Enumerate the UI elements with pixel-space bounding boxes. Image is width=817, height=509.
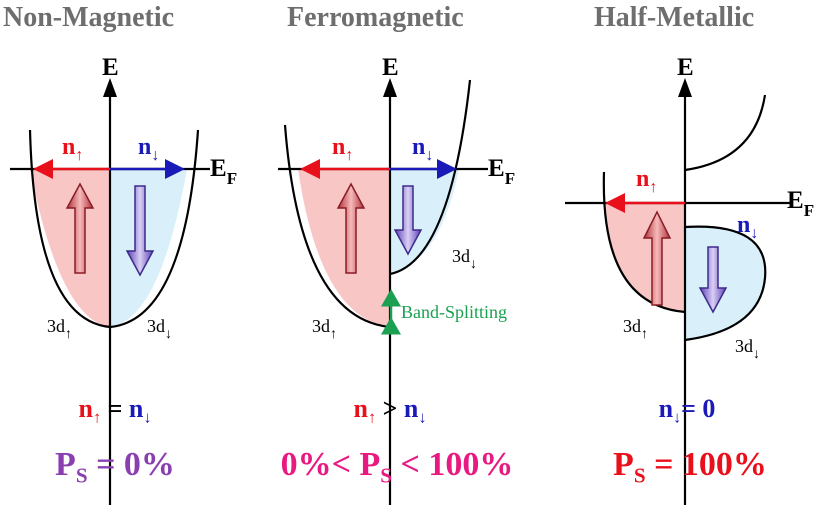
spin-up-band-fill bbox=[604, 203, 685, 312]
n-down-label: n↓ bbox=[412, 134, 433, 164]
spin-down-upper-band-curve bbox=[684, 94, 767, 172]
panel-non-magnetic bbox=[10, 78, 210, 505]
n-up-label: n↑ bbox=[636, 166, 657, 196]
title-non-magnetic: Non-Magnetic bbox=[3, 2, 175, 33]
energy-label: E bbox=[102, 54, 119, 81]
title-ferromagnetic: Ferromagnetic bbox=[287, 2, 464, 33]
spin-down-big-arrow bbox=[698, 246, 728, 314]
spin-up-band-fill bbox=[298, 169, 390, 327]
spin-up-big-arrow bbox=[642, 210, 672, 306]
n-up-term: n↑ bbox=[78, 394, 102, 427]
band-up-label: 3d↑ bbox=[312, 316, 337, 342]
n-up-term: n↑ bbox=[353, 394, 377, 427]
panel-half-metallic bbox=[565, 78, 790, 505]
energy-axis-arrowhead bbox=[383, 78, 397, 97]
equation-non-magnetic: n↑ = n↓ bbox=[78, 394, 152, 427]
n-down-label: n↓ bbox=[737, 212, 758, 242]
n-down-term: n↓ bbox=[403, 394, 427, 427]
spin-down-curve bbox=[389, 79, 472, 276]
spin-up-big-arrow bbox=[65, 182, 95, 274]
fermi-label: EF bbox=[787, 187, 814, 220]
n-up-label: n↑ bbox=[332, 134, 353, 164]
spin-up-big-arrow bbox=[336, 182, 366, 274]
band-down-label: 3d↓ bbox=[147, 316, 172, 342]
equation-half-metallic: n↓= 0 bbox=[658, 394, 716, 427]
energy-axis-arrowhead bbox=[678, 78, 692, 97]
n-down-term: n↓ bbox=[658, 394, 682, 427]
n-down-label: n↓ bbox=[138, 134, 159, 164]
fermi-label: EF bbox=[488, 155, 515, 188]
band-down-label: 3d↓ bbox=[452, 246, 477, 272]
band-splitting-label: Band-Splitting bbox=[401, 302, 507, 322]
panel-ferromagnetic bbox=[278, 78, 488, 505]
n-down-term: n↓ bbox=[128, 394, 152, 427]
band-down-label: 3d↓ bbox=[735, 336, 760, 362]
n-up-label: n↑ bbox=[62, 134, 83, 164]
energy-label: E bbox=[677, 54, 694, 81]
spin-down-band-fill bbox=[685, 226, 766, 340]
fermi-label: EF bbox=[210, 155, 237, 188]
spin-down-big-arrow bbox=[393, 185, 423, 256]
polarization-non-magnetic: PS = 0% bbox=[55, 446, 175, 488]
title-half-metallic: Half-Metallic bbox=[594, 2, 755, 33]
spin-up-curve bbox=[283, 124, 391, 329]
spin-down-band-curve bbox=[684, 225, 767, 342]
energy-axis-arrowhead bbox=[103, 78, 117, 97]
spin-down-band-fill bbox=[110, 169, 187, 327]
band-up-label: 3d↑ bbox=[623, 316, 648, 342]
energy-label: E bbox=[382, 54, 399, 81]
equation-ferromagnetic: n↑ > n↓ bbox=[353, 394, 427, 427]
spin-down-big-arrow bbox=[125, 185, 155, 277]
band-up-label: 3d↑ bbox=[47, 316, 72, 342]
spin-down-band-fill bbox=[390, 169, 459, 274]
polarization-half-metallic: PS = 100% bbox=[613, 446, 767, 488]
polarization-ferromagnetic: 0%< PS < 100% bbox=[280, 446, 514, 488]
